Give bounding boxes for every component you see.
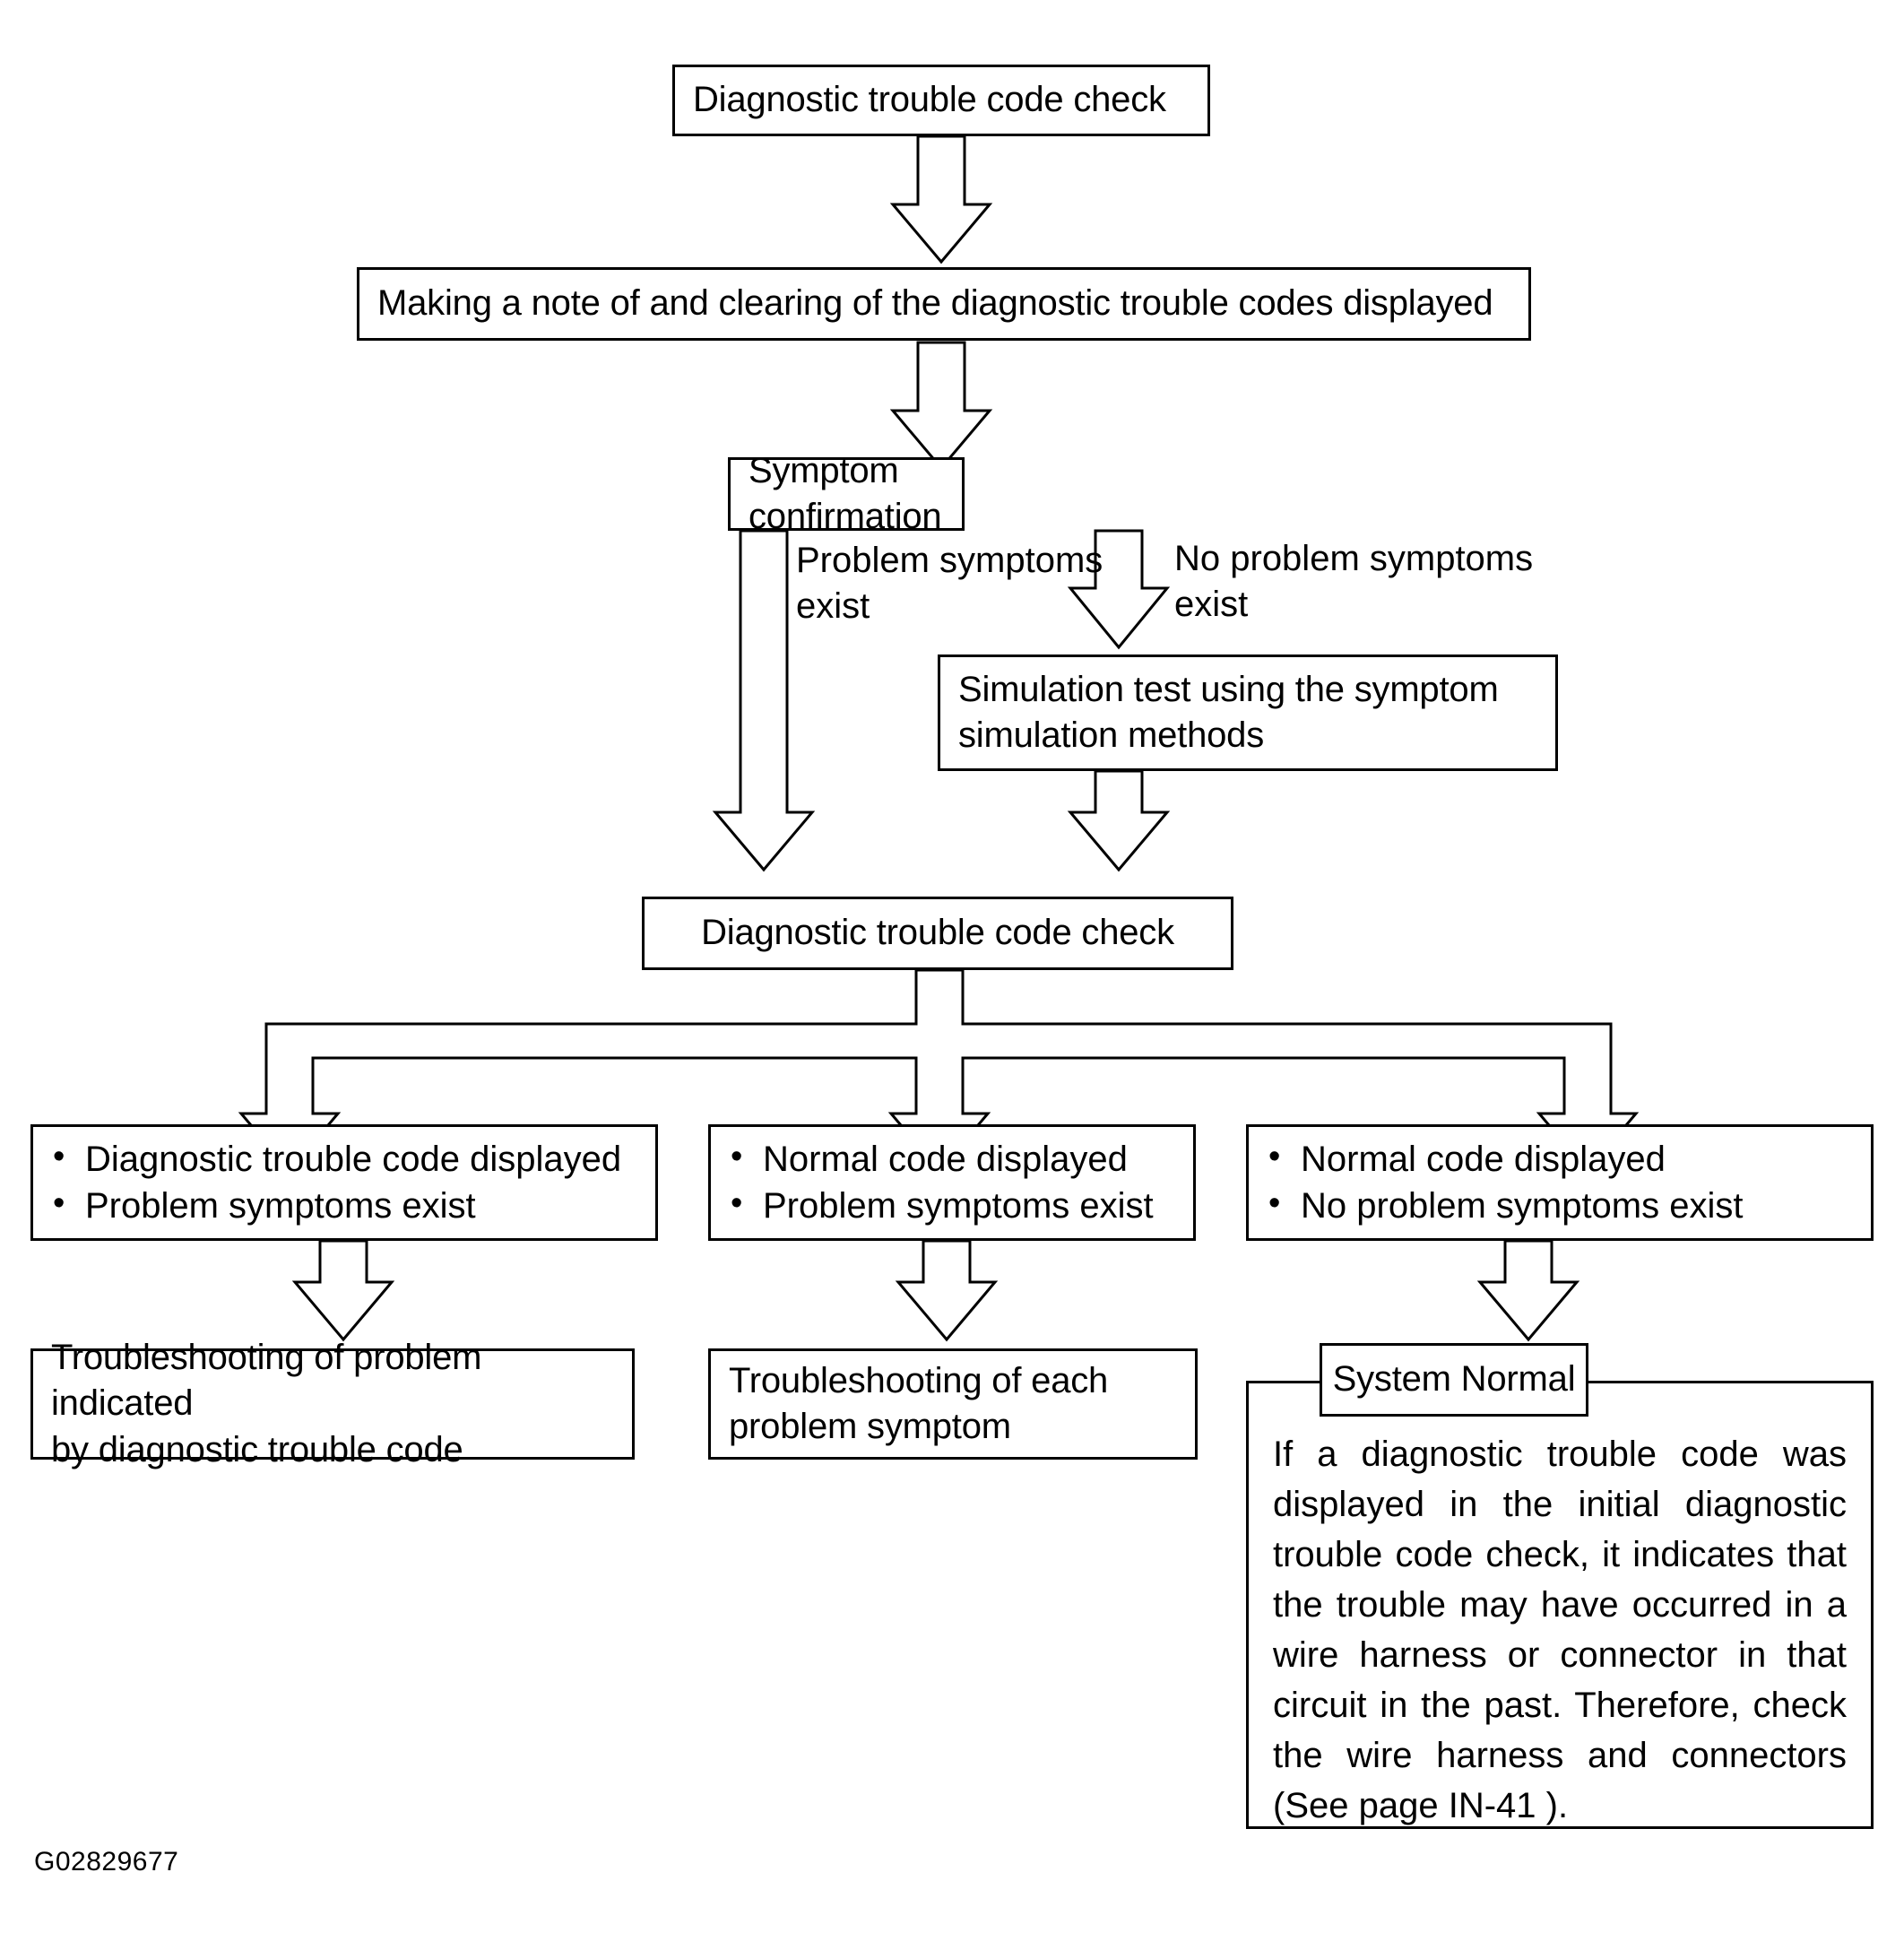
node-clear-codes-label: Making a note of and clearing of the dia… (377, 283, 1493, 324)
arrow-down-right-branch (1067, 529, 1171, 650)
arrow-down-result-left (291, 1239, 395, 1342)
arrow-down-simulation (1067, 769, 1171, 872)
list-item: Diagnostic trouble code displayed (53, 1135, 655, 1183)
list-item: Problem symptoms exist (731, 1182, 1193, 1229)
list-item: Normal code displayed (731, 1135, 1193, 1183)
arrow-down-2 (889, 341, 993, 471)
node-result-left: Diagnostic trouble code displayed Proble… (30, 1124, 658, 1241)
node-result-left-list: Diagnostic trouble code displayed Proble… (33, 1135, 655, 1229)
node-action-middle: Troubleshooting of each problem symptom (708, 1348, 1198, 1460)
node-action-left: Troubleshooting of problem indicated by … (30, 1338, 635, 1469)
node-result-middle-list: Normal code displayed Problem symptoms e… (711, 1135, 1193, 1229)
edge-label-no-problem-symptoms-exist: No problem symptoms exist (1174, 539, 1534, 625)
node-result-right: Normal code displayed No problem symptom… (1246, 1124, 1874, 1241)
node-result-right-list: Normal code displayed No problem symptom… (1249, 1135, 1871, 1229)
node-system-normal-label-box: System Normal (1320, 1343, 1588, 1417)
node-dtc-check-second: Diagnostic trouble code check (642, 897, 1233, 970)
node-dtc-check-second-label: Diagnostic trouble code check (701, 913, 1174, 953)
list-item: Normal code displayed (1268, 1135, 1871, 1183)
arrow-down-left-branch (712, 529, 816, 872)
edge-label-problem-symptoms-exist: Problem symptoms exist (796, 541, 1103, 627)
arrow-down-result-middle (895, 1239, 999, 1342)
node-system-normal-container (1246, 1381, 1874, 1829)
node-simulation-test-label: Simulation test using the symptom simula… (958, 669, 1499, 755)
node-simulation-test: Simulation test using the symptom simula… (938, 654, 1558, 771)
arrow-down-result-right (1476, 1239, 1580, 1342)
node-symptom-confirmation-label: Symptom confirmation (749, 450, 942, 536)
arrow-down-1 (889, 134, 993, 264)
node-result-middle: Normal code displayed Problem symptoms e… (708, 1124, 1196, 1241)
node-symptom-confirmation: Symptom confirmation (728, 451, 965, 536)
node-system-normal-note: If a diagnostic trouble code was display… (1273, 1435, 1847, 1825)
figure-caption: G02829677 (34, 1847, 179, 1877)
list-item: No problem symptoms exist (1268, 1182, 1871, 1229)
node-action-middle-label: Troubleshooting of each problem symptom (729, 1360, 1109, 1446)
node-clear-codes: Making a note of and clearing of the dia… (357, 267, 1531, 341)
node-system-normal-label: System Normal (1332, 1359, 1576, 1400)
list-item: Problem symptoms exist (53, 1182, 655, 1229)
node-dtc-check-top-label: Diagnostic trouble code check (693, 80, 1166, 120)
node-dtc-check-top: Diagnostic trouble code check (672, 65, 1210, 136)
node-action-left-label: Troubleshooting of problem indicated by … (51, 1338, 482, 1469)
